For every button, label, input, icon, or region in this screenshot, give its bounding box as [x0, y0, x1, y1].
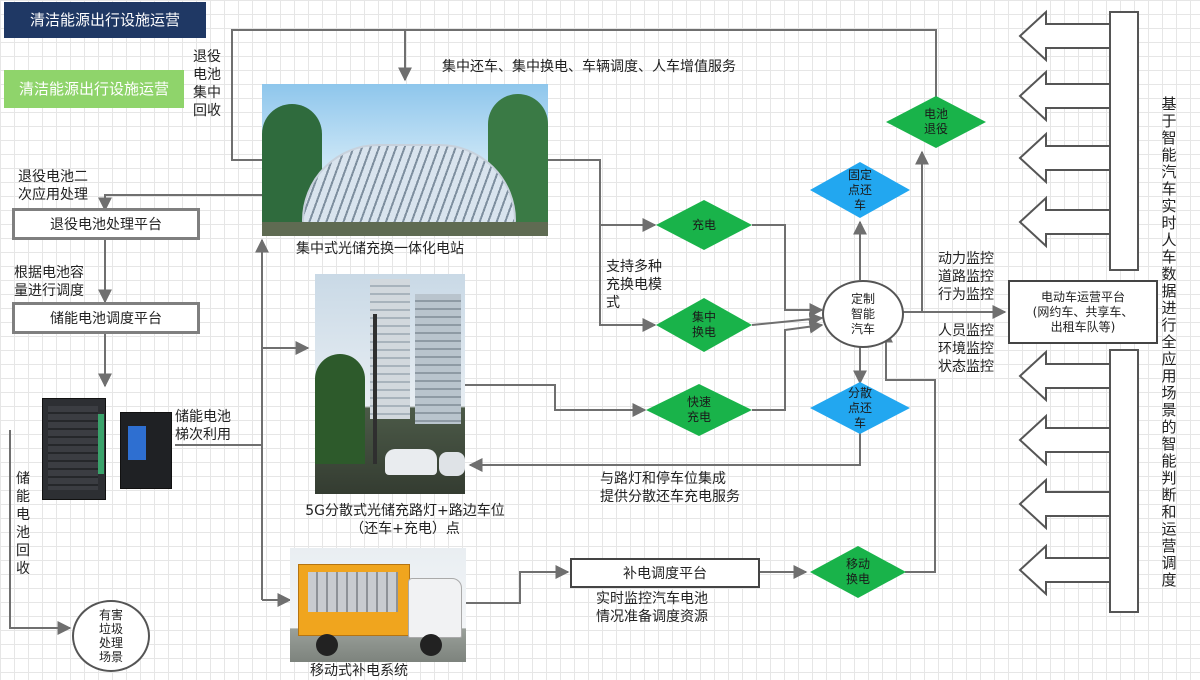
fast-charge-diamond-label: 快速 充电	[686, 395, 711, 424]
swap-diamond-label: 集中 换电	[691, 310, 716, 339]
recharge-platform-label: 补电调度平台	[623, 566, 707, 582]
storage-platform-label: 储能电池调度平台	[50, 311, 162, 327]
retire-collect-label: 退役 电池 集中 回收	[193, 49, 221, 119]
custom-car-circle: 定制 智能 汽车	[822, 280, 904, 348]
storage-platform-box: 储能电池调度平台	[12, 302, 200, 334]
retire-battery-diamond-label: 电池 退役	[923, 107, 948, 136]
charge-diamond-label: 充电	[691, 217, 716, 232]
scatter-return-diamond-label: 分散 点还 车	[847, 385, 872, 430]
mobile-truck-image	[290, 548, 466, 662]
mobile-swap-diamond-label: 移动 换电	[845, 557, 870, 586]
header-title: 清洁能源出行设施运营	[4, 2, 206, 38]
monitor-bottom-label: 人员监控 环境监控 状态监控	[938, 323, 994, 375]
capacity-dispatch-label: 根据电池容 量进行调度	[14, 265, 84, 299]
central-station-caption: 集中式光储充换一体化电站	[296, 241, 464, 257]
top-services-label: 集中还车、集中换电、车辆调度、人车增值服务	[442, 59, 736, 75]
hazard-label: 有害 垃圾 处理 场景	[98, 608, 123, 664]
hazard-circle: 有害 垃圾 处理 场景	[72, 600, 150, 672]
custom-car-label: 定制 智能 汽车	[850, 291, 875, 336]
second-use-label: 退役电池二 次应用处理	[18, 169, 88, 203]
fixed-return-diamond-label: 固定 点还 车	[847, 167, 872, 212]
ops-platform-box: 电动车运营平台 (网约车、共享车、 出租车队等)	[1008, 280, 1158, 344]
streetlight-service-label: 与路灯和停车位集成 提供分散还车充电服务	[600, 471, 740, 505]
monitor-top-label: 动力监控 道路监控 行为监控	[938, 251, 994, 303]
recharge-platform-box: 补电调度平台	[570, 558, 760, 588]
central-station-image	[262, 84, 548, 236]
subheader-title: 清洁能源出行设施运营	[4, 70, 184, 108]
streetlight-caption: 5G分散式光储充路灯+路边车位 （还车+充电）点	[305, 503, 505, 537]
recharge-note-label: 实时监控汽车电池 情况准备调度资源	[596, 591, 708, 625]
battery-cabinet-image	[42, 392, 174, 507]
retire-platform-label: 退役电池处理平台	[50, 217, 162, 233]
retire-platform-box: 退役电池处理平台	[12, 208, 200, 240]
storage-recycle-label: 储 能 电 池 回 收	[16, 471, 30, 577]
right-vertical-label: 基于智能汽车实时人车数据进行全应用场景的智能判断和运营调度	[1161, 95, 1177, 589]
ops-platform-label: 电动车运营平台 (网约车、共享车、 出租车队等)	[1032, 289, 1134, 334]
multi-mode-label: 支持多种 充换电模 式	[606, 259, 662, 311]
cascade-use-label: 储能电池 梯次利用	[175, 409, 231, 443]
streetlight-image	[315, 274, 465, 494]
